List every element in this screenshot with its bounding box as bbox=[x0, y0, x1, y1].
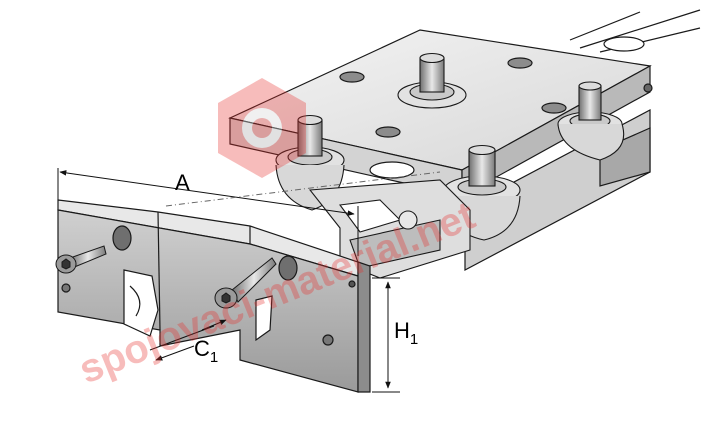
label-width: C1 bbox=[194, 336, 218, 366]
label-height: H1 bbox=[394, 318, 418, 348]
dimension-height bbox=[372, 277, 400, 393]
label-length: A bbox=[175, 170, 190, 195]
watermark-logo bbox=[218, 78, 306, 178]
dimension-length bbox=[57, 168, 441, 256]
screw-right bbox=[214, 257, 277, 309]
roller-stud-2 bbox=[557, 81, 625, 161]
screw-left bbox=[55, 245, 107, 274]
dimension-width bbox=[149, 319, 227, 361]
carriage-block bbox=[57, 199, 371, 393]
roller-stud-1 bbox=[397, 52, 467, 109]
